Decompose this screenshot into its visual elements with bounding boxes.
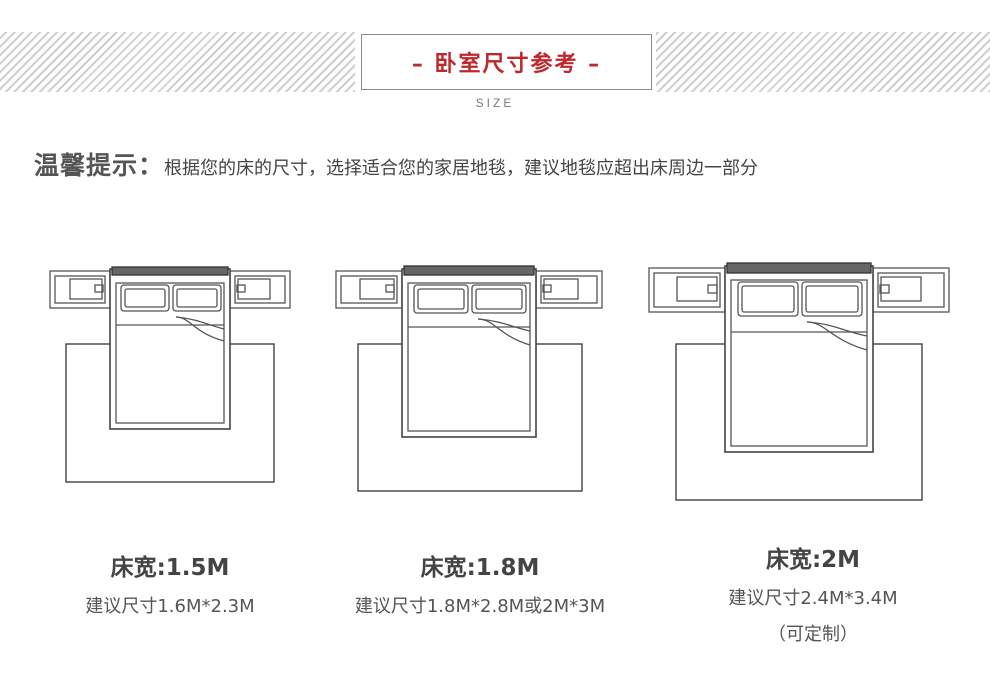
nightstand-left	[49, 270, 111, 309]
section-subtitle: SIZE	[475, 96, 515, 110]
headboard	[403, 265, 535, 276]
tip-line: 温馨提示：根据您的床的尺寸，选择适合您的家居地毯，建议地毯应超出床周边一部分	[34, 146, 984, 182]
section-title-box: – 卧室尺寸参考 –	[361, 34, 652, 90]
section-title: – 卧室尺寸参考 –	[411, 52, 602, 77]
pillow	[120, 284, 170, 312]
bed-width-label: 床宽:2M	[765, 547, 861, 573]
header-hatch-right	[656, 32, 990, 92]
bed-diagram-2m	[648, 262, 950, 501]
bed-diagram-1-5m	[49, 266, 291, 483]
bed-frame	[109, 268, 231, 430]
bed-width-label: 床宽:1.5M	[110, 555, 230, 581]
bed-width-label: 床宽:1.8M	[420, 555, 540, 581]
nightstand-right	[535, 270, 603, 309]
rug-size-suggestion: 建议尺寸1.6M*2.3M	[85, 596, 255, 617]
pillow	[737, 281, 799, 317]
custom-note: （可定制）	[768, 624, 858, 645]
tip-label: 温馨提示：	[34, 151, 165, 180]
pillow	[413, 284, 469, 314]
nightstand-right	[229, 270, 291, 309]
bed-diagram-1-8m	[335, 265, 603, 492]
nightstand-right	[872, 267, 950, 313]
rug-size-suggestion: 建议尺寸2.4M*3.4M	[728, 588, 898, 609]
pillow	[801, 281, 863, 317]
rug-size-suggestion: 建议尺寸1.8M*2.8M或2M*3M	[354, 596, 606, 617]
header-hatch-left	[0, 32, 355, 92]
nightstand-left	[648, 267, 726, 313]
bed-frame	[724, 265, 874, 453]
bed-caption-3: 床宽:2M 建议尺寸2.4M*3.4M （可定制）	[668, 540, 958, 646]
bed-caption-2: 床宽:1.8M 建议尺寸1.8M*2.8M或2M*3M	[310, 548, 650, 618]
pillow	[172, 284, 222, 312]
headboard	[726, 262, 872, 274]
headboard	[111, 266, 229, 276]
bed-caption-1: 床宽:1.5M 建议尺寸1.6M*2.3M	[40, 548, 300, 618]
tip-text: 根据您的床的尺寸，选择适合您的家居地毯，建议地毯应超出床周边一部分	[164, 158, 759, 179]
pillow	[471, 284, 527, 314]
bed-frame	[401, 268, 537, 438]
